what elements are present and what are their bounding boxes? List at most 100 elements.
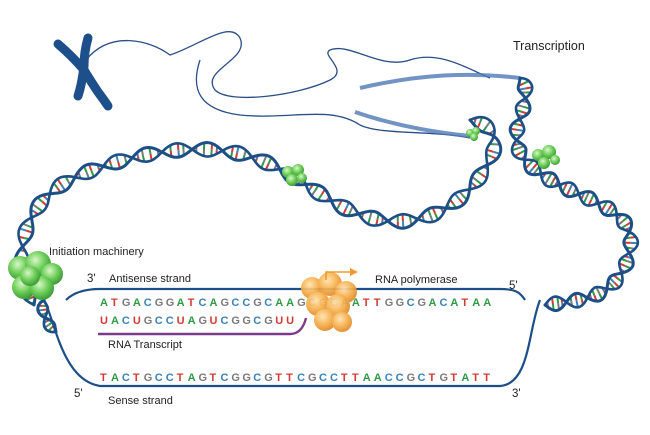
rna-base: C xyxy=(253,315,261,327)
sense-strand-label: Sense strand xyxy=(108,395,173,407)
dna-bundle-upper xyxy=(359,72,521,90)
protein-complex-icon xyxy=(532,145,560,169)
sense-base: T xyxy=(429,372,436,384)
antisense-base: A xyxy=(472,297,480,309)
antisense-base: G xyxy=(155,297,164,309)
antisense-base: T xyxy=(188,297,195,309)
rna-base: G xyxy=(231,315,240,327)
rna-base: C xyxy=(166,315,174,327)
rna-base: A xyxy=(111,315,119,327)
sense-base: C xyxy=(220,372,228,384)
rna-base: U xyxy=(133,315,141,327)
rna-base: U xyxy=(210,315,218,327)
antisense-base: A xyxy=(100,297,108,309)
rna-base: G xyxy=(242,315,251,327)
sense-base: A xyxy=(363,372,371,384)
rna-base: G xyxy=(264,315,273,327)
dna-helices xyxy=(13,76,640,334)
antisense-base: C xyxy=(407,297,415,309)
antisense-base: C xyxy=(439,297,447,309)
antisense-base: A xyxy=(177,297,185,309)
antisense-base: G xyxy=(220,297,229,309)
sense-base: T xyxy=(275,372,282,384)
antisense-base: A xyxy=(210,297,218,309)
rna-base: U xyxy=(275,315,283,327)
antisense-base: T xyxy=(461,297,468,309)
rna-polymerase-label: RNA polymerase xyxy=(375,274,458,286)
sense-base: C xyxy=(297,372,305,384)
sense-base: A xyxy=(111,372,119,384)
antisense-base: T xyxy=(374,297,381,309)
sense-base: T xyxy=(450,372,457,384)
sense-base: A xyxy=(461,372,469,384)
sense-base: T xyxy=(133,372,140,384)
sense-base: G xyxy=(439,372,448,384)
right-loop-helix-strand xyxy=(508,76,635,313)
sense-base: T xyxy=(286,372,293,384)
sense-base: T xyxy=(483,372,490,384)
rna-base: C xyxy=(122,315,130,327)
dna-fiber xyxy=(85,31,491,139)
antisense-strand-backbone xyxy=(65,287,526,301)
antisense-base: C xyxy=(264,297,272,309)
sense-strand-backbone xyxy=(43,299,542,388)
rna-transcript-line xyxy=(98,317,308,336)
sense-base: A xyxy=(374,372,382,384)
sense-base: C xyxy=(319,372,327,384)
sense-base: C xyxy=(253,372,261,384)
sense-base: A xyxy=(188,372,196,384)
rna-base: C xyxy=(155,315,163,327)
antisense-base: T xyxy=(363,297,370,309)
rna-base: A xyxy=(188,315,196,327)
antisense-base: G xyxy=(418,297,427,309)
antisense-base: A xyxy=(429,297,437,309)
sense-base: G xyxy=(264,372,273,384)
sense-base: C xyxy=(155,372,163,384)
left-loop-helix-strand xyxy=(17,115,496,307)
rna-base: G xyxy=(199,315,208,327)
dna-bundle-lower xyxy=(354,110,471,138)
sense-base: T xyxy=(100,372,107,384)
right-loop-helix-strand xyxy=(510,76,640,309)
antisense-base: T xyxy=(111,297,118,309)
antisense-5-prime-label: 5' xyxy=(509,280,518,292)
sense-base: G xyxy=(231,372,240,384)
sense-base: G xyxy=(407,372,416,384)
sense-base: T xyxy=(341,372,348,384)
direction-arrow-icon xyxy=(325,268,358,280)
rna-base: U xyxy=(100,315,108,327)
sense-base: C xyxy=(385,372,393,384)
diagram-title: Transcription xyxy=(513,39,585,53)
sense-base: C xyxy=(122,372,130,384)
sense-5-prime-label: 5' xyxy=(74,388,83,400)
sense-base: G xyxy=(199,372,208,384)
sense-base: C xyxy=(418,372,426,384)
rna-transcript-label: RNA Transcript xyxy=(108,339,182,351)
antisense-base: G xyxy=(253,297,262,309)
sense-base: G xyxy=(144,372,153,384)
sense-base: C xyxy=(330,372,338,384)
antisense-base: G xyxy=(166,297,175,309)
protein-complex-icon xyxy=(282,164,307,186)
sense-base: C xyxy=(166,372,174,384)
antisense-3-prime-label: 3' xyxy=(87,273,96,285)
antisense-base: C xyxy=(144,297,152,309)
sense-base: T xyxy=(177,372,184,384)
initiation-complex-icon xyxy=(8,251,63,300)
rna-base: C xyxy=(220,315,228,327)
sense-base: T xyxy=(352,372,359,384)
sense-base: G xyxy=(242,372,251,384)
antisense-base: G xyxy=(396,297,405,309)
sense-base: G xyxy=(308,372,317,384)
antisense-base: A xyxy=(483,297,491,309)
chromosome-icon xyxy=(53,33,113,111)
antisense-base: G xyxy=(385,297,394,309)
rna-base: G xyxy=(144,315,153,327)
antisense-base: A xyxy=(286,297,294,309)
antisense-base: A xyxy=(450,297,458,309)
sense-base: C xyxy=(396,372,404,384)
rna-base: U xyxy=(177,315,185,327)
